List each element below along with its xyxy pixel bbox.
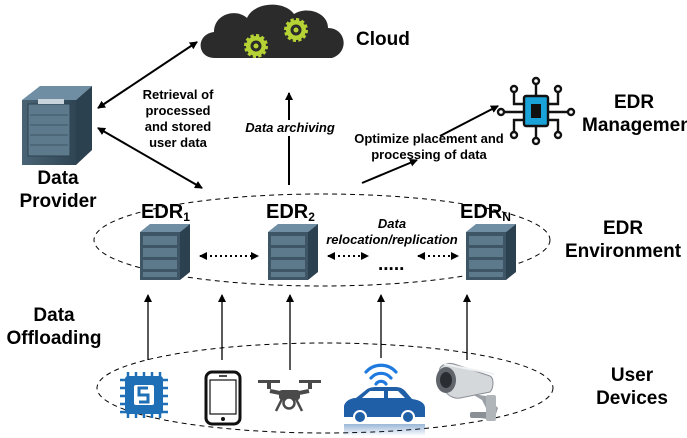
edr-management-line2: Management	[582, 114, 687, 136]
optimize-line2: processing of data	[371, 147, 487, 162]
connected-car-icon	[344, 387, 425, 436]
ellipsis-dots: .....	[378, 254, 405, 275]
data-offloading-label: Data Offloading	[2, 305, 106, 351]
relocation-annotation: Data relocation/replication	[322, 216, 462, 248]
retrieval-line4: user data	[149, 135, 207, 150]
edr-node-1-sub: 1	[183, 210, 190, 224]
rack-server-icon	[268, 224, 318, 280]
rack-server-icon	[140, 224, 190, 280]
data-provider-line2: Provider	[19, 190, 97, 212]
edr-management-line1: EDR	[613, 92, 655, 113]
edr-node-n-sub: N	[502, 210, 511, 224]
retrieval-annotation: Retrieval of processed and stored user d…	[134, 87, 222, 151]
edr-node-2-sub: 2	[308, 210, 315, 224]
edr-node-title-n: EDRN	[460, 201, 511, 224]
edr-node-1-base: EDR	[141, 201, 184, 223]
data-offloading-line2: Offloading	[6, 327, 102, 349]
edr-environment-boundary	[93, 193, 551, 287]
provider-cloud-arrow	[97, 41, 198, 109]
user-devices-line2: Devices	[596, 387, 668, 409]
data-offloading-line1: Data	[33, 305, 75, 326]
data-archiving-annotation: Data archiving	[238, 120, 342, 136]
provider-edr-arrow	[97, 127, 203, 189]
optimize-line1: Optimize placement and	[354, 131, 504, 146]
wifi-icon	[364, 363, 398, 386]
retrieval-line3: and stored	[144, 119, 212, 134]
smartphone-icon	[204, 370, 242, 426]
retrieval-line2: processed	[145, 103, 211, 118]
drone-icon	[258, 380, 321, 412]
edr-environment-label: EDR Environment	[560, 218, 686, 264]
user-devices-label: User Devices	[584, 365, 680, 411]
security-camera-icon	[436, 363, 498, 421]
retrieval-line1: Retrieval of	[142, 87, 214, 102]
cloud-label: Cloud	[356, 29, 410, 50]
data-provider-label: Data Provider	[8, 168, 108, 214]
edr-node-n-base: EDR	[460, 201, 503, 223]
optimize-annotation: Optimize placement and processing of dat…	[346, 131, 512, 163]
microcontroller-chip-icon	[120, 372, 168, 418]
management-arrow-upper	[439, 105, 499, 137]
user-devices-boundary	[96, 342, 554, 434]
gear-icon	[284, 18, 308, 42]
edr-node-title-1: EDR1	[141, 201, 190, 224]
data-provider-line1: Data	[37, 168, 79, 189]
cloud-icon	[200, 4, 344, 59]
edr-node-title-2: EDR2	[266, 201, 315, 224]
relocation-line1: Data	[377, 216, 407, 231]
edr-environment-line1: EDR	[602, 218, 644, 239]
edr-node-2-base: EDR	[266, 201, 309, 223]
server-icon	[22, 86, 92, 165]
rack-server-icon	[466, 224, 516, 280]
user-devices-line1: User	[610, 365, 654, 386]
circuit-chip-icon	[496, 76, 576, 146]
relocation-line2: relocation/replication	[326, 232, 458, 247]
management-arrow	[361, 159, 418, 184]
gear-icon	[244, 34, 268, 58]
edr-environment-line2: Environment	[564, 240, 682, 262]
edr-management-label: EDR Management	[582, 92, 687, 138]
